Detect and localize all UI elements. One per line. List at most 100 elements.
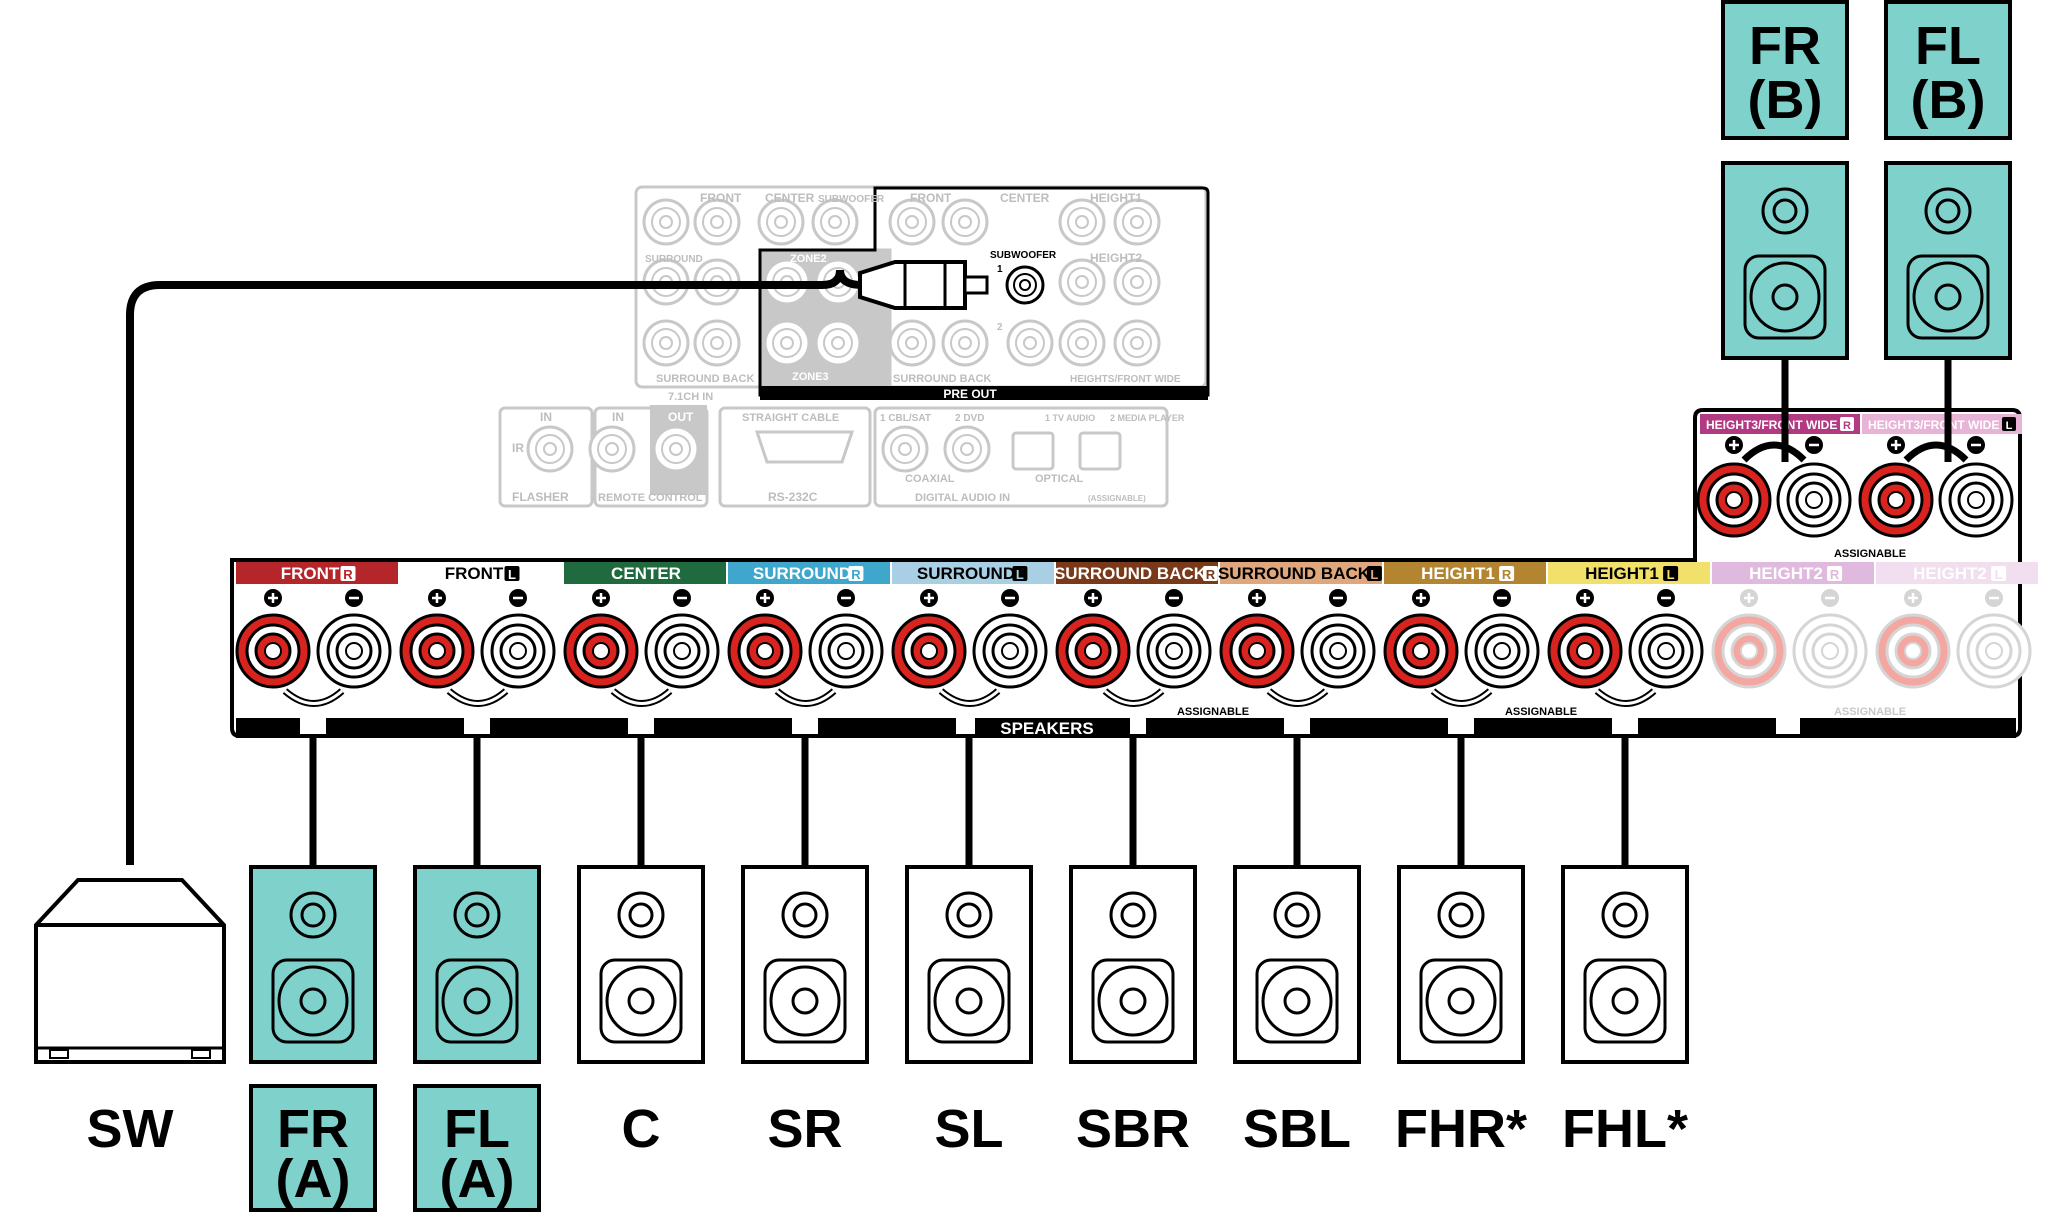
zone3-label: ZONE3	[792, 371, 829, 383]
negative-terminal	[808, 613, 884, 689]
channel-label-band	[1862, 414, 2022, 434]
rs232c-connector	[754, 430, 855, 464]
panel-bottom-bars	[236, 718, 2016, 738]
channel-label: HEIGHT1	[1585, 564, 1659, 583]
faded-rca-jack	[888, 198, 936, 246]
rca-plug	[858, 260, 989, 310]
channel-center: CENTER	[563, 562, 726, 707]
speaker-cables	[309, 358, 1952, 867]
negative-terminal	[972, 613, 1048, 689]
flasher-label: FLASHER	[512, 490, 569, 504]
speaker-label: FR	[277, 1099, 349, 1159]
minus-sign-icon	[1821, 589, 1839, 607]
channel-label: FRONT	[445, 564, 504, 583]
digital-audio-in-label: DIGITAL AUDIO IN	[915, 492, 1010, 504]
subwoofer-2-label: 2	[997, 322, 1003, 333]
positive-terminal	[1711, 613, 1787, 689]
faded-rca-jack	[814, 319, 862, 367]
digital-audio-in-panel	[873, 406, 1169, 508]
speakers-label-band	[975, 718, 1123, 738]
media-player-label: 2 MEDIA PLAYER	[1110, 413, 1185, 423]
woofer-icon	[277, 965, 349, 1037]
coaxial-label: COAXIAL	[905, 473, 955, 485]
faded-rca-jack	[943, 425, 991, 473]
faded-rca-jack	[652, 425, 700, 473]
speaker-label: FHR*	[1395, 1099, 1527, 1159]
negative-terminal	[1792, 613, 1868, 689]
plus-sign-icon	[1576, 589, 1594, 607]
optical-port-2	[1078, 431, 1122, 471]
faded-rca-jack	[588, 425, 636, 473]
panel-bar-segment	[326, 718, 464, 738]
remote-out-label: OUT	[668, 410, 694, 424]
faded-rca-jack	[1058, 258, 1106, 306]
woofer-icon	[1749, 261, 1821, 333]
assignable-label-height2: ASSIGNABLE	[1834, 706, 1906, 718]
teal-speaker-cabinet	[1721, 161, 1849, 360]
faded-71ch-label: 7.1CH IN	[668, 391, 713, 403]
speaker-cabinet	[1397, 865, 1525, 1064]
positive-terminal	[727, 613, 803, 689]
minus-sign-icon	[673, 589, 691, 607]
panel-bar-segment	[490, 718, 628, 738]
tweeter-icon	[617, 891, 665, 939]
woofer-icon	[1912, 261, 1984, 333]
faded-rca-jack	[888, 319, 936, 367]
side-badge	[1663, 566, 1679, 581]
faded-rca-jack	[757, 198, 805, 246]
side-badge-letter: L	[508, 567, 516, 582]
side-badge	[2002, 417, 2016, 431]
side-badge	[504, 566, 520, 581]
speaker-label: C	[622, 1099, 661, 1159]
channel-label: SURROUND BACK	[1054, 564, 1207, 583]
positive-terminal	[235, 613, 311, 689]
speaker-cabinet	[1233, 865, 1361, 1064]
faded-height3-label: HEIGHTS/FRONT WIDE	[1070, 374, 1181, 385]
assignable-label-height1: ASSIGNABLE	[1505, 706, 1577, 718]
woofer-icon	[1425, 965, 1497, 1037]
panel-bar-segment	[1146, 718, 1284, 738]
positive-terminal	[1696, 462, 1772, 538]
woofer-frame-icon	[271, 958, 355, 1044]
panel-bar-segment	[1310, 718, 1448, 738]
plus-sign-icon	[920, 589, 938, 607]
tweeter-icon	[781, 891, 829, 939]
tweeter-icon	[1601, 891, 1649, 939]
channel-label: HEIGHT3/FRONT WIDE	[1706, 418, 1837, 432]
positive-terminal	[1547, 613, 1623, 689]
speaker-label: SBL	[1243, 1099, 1351, 1159]
subwoofer-cable	[126, 269, 988, 865]
channel-label: FRONT	[281, 564, 340, 583]
teal-speaker-cabinet	[1884, 161, 2012, 360]
faded-rca-jack	[642, 198, 690, 246]
positive-terminal	[1383, 613, 1459, 689]
faded-rca-jack	[1113, 319, 1161, 367]
minus-sign-icon	[1165, 589, 1183, 607]
speaker-sublabel: (A)	[276, 1149, 351, 1209]
terminal-wire-loop-inner	[1268, 689, 1327, 705]
negative-terminal	[1956, 613, 2032, 689]
terminal-wire-loop-inner	[1432, 689, 1491, 705]
flasher-in-label: IN	[540, 410, 552, 424]
faded-rca-jack	[1058, 198, 1106, 246]
positive-terminal	[1858, 462, 1934, 538]
woofer-frame-icon	[763, 958, 847, 1044]
minus-sign-icon	[1001, 589, 1019, 607]
faded-rca-jack	[642, 319, 690, 367]
faded-rca-jack	[693, 198, 741, 246]
channel-label: HEIGHT1	[1421, 564, 1495, 583]
negative-terminal	[480, 613, 556, 689]
woofer-icon	[769, 965, 841, 1037]
positive-terminal	[563, 613, 639, 689]
plus-sign-icon	[1084, 589, 1102, 607]
zone2-label: ZONE2	[790, 253, 827, 265]
channel-label-band	[564, 562, 726, 584]
